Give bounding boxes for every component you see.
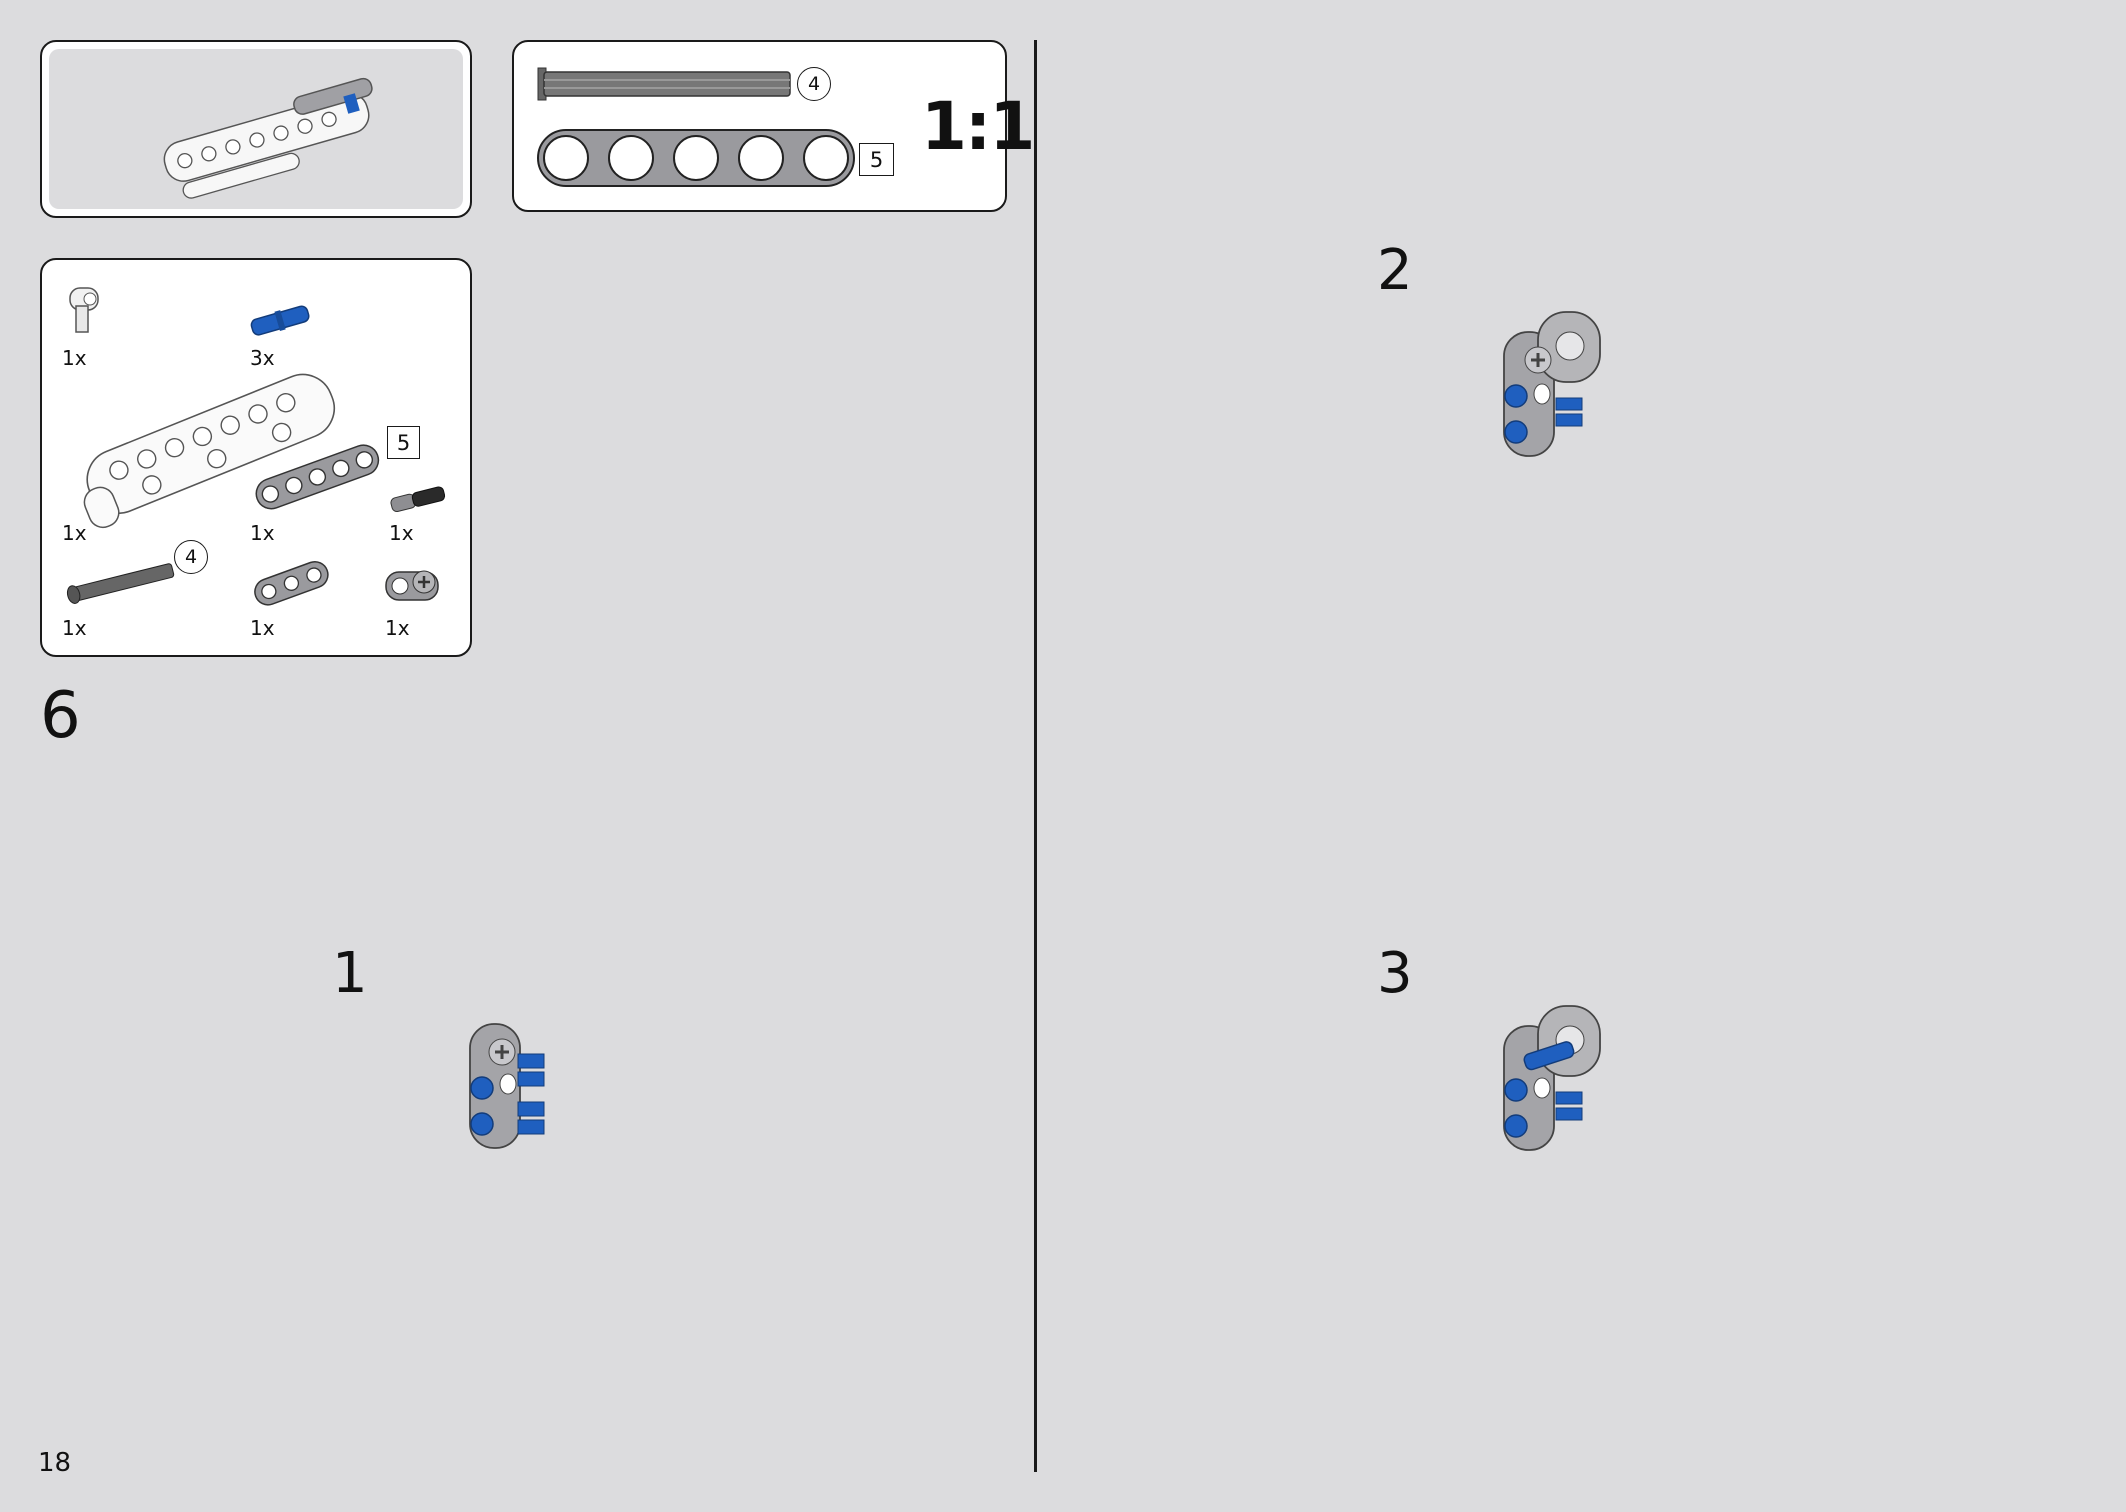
substep-number: 2 bbox=[1377, 238, 1413, 303]
part-black-pin-image bbox=[390, 486, 446, 513]
substep-number: 1 bbox=[332, 941, 368, 1006]
part-qty: 1x bbox=[250, 521, 275, 545]
part-qty: 1x bbox=[62, 616, 87, 640]
part-axle-image bbox=[66, 563, 175, 604]
substep-1-assembly-image bbox=[469, 1023, 545, 1149]
parts-list-panel: 1x 3x 1x 5 1x bbox=[40, 258, 472, 657]
part-white-panel-image bbox=[83, 373, 336, 529]
part-qty: 1x bbox=[385, 616, 410, 640]
axle-1to1-image bbox=[537, 67, 791, 101]
model-overview-inner bbox=[49, 49, 463, 209]
substep-2-assembly-image bbox=[1503, 311, 1601, 457]
part-connector-white-image bbox=[69, 287, 99, 333]
page-divider bbox=[1034, 40, 1037, 1472]
part-gray-beam-image bbox=[255, 444, 380, 510]
part-cross-connector-image bbox=[385, 570, 439, 601]
axle-length-label: 4 bbox=[797, 67, 831, 101]
substep-number: 3 bbox=[1377, 941, 1413, 1006]
substep-3-assembly-image bbox=[1503, 1005, 1601, 1151]
axle-length-label: 4 bbox=[174, 540, 208, 574]
scale-panel: 4 5 1:1 bbox=[512, 40, 1035, 212]
part-qty: 1x bbox=[62, 346, 87, 370]
part-gray-3beam-image bbox=[254, 560, 329, 606]
beam-length-label: 5 bbox=[387, 426, 420, 459]
part-qty: 1x bbox=[62, 521, 87, 545]
model-overview-panel bbox=[40, 40, 472, 218]
scale-label: 1:1 bbox=[921, 88, 1035, 165]
part-qty: 1x bbox=[250, 616, 275, 640]
part-qty: 1x bbox=[389, 521, 414, 545]
part-blue-pin-image bbox=[250, 305, 310, 336]
main-step-number: 6 bbox=[40, 679, 81, 753]
model-overview-image bbox=[163, 77, 373, 199]
beam-length-label: 5 bbox=[859, 143, 894, 176]
page-number: 18 bbox=[38, 1448, 72, 1478]
beam-1to1-image bbox=[537, 129, 855, 187]
part-qty: 3x bbox=[250, 346, 275, 370]
